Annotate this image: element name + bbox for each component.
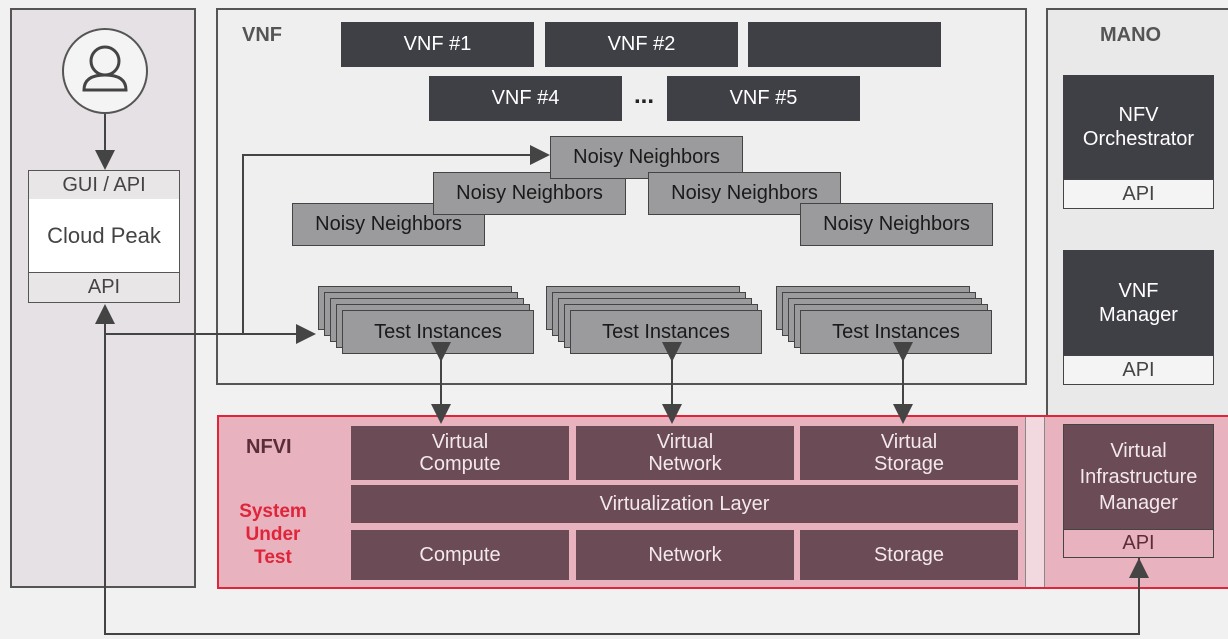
virtual-compute-line-1: Virtual	[431, 431, 489, 453]
noisy-neighbors-box: Noisy Neighbors	[800, 203, 993, 246]
vim-line-2: Infrastructure	[1079, 466, 1198, 488]
vnf-manager-line-1: VNF	[1118, 279, 1159, 302]
virtual-network-line-1: Virtual	[656, 431, 714, 453]
vnf-manager-box: VNF Manager	[1063, 250, 1214, 355]
vnf-box-3	[748, 22, 941, 67]
orchestrator-line-1: NFV	[1118, 104, 1159, 126]
vnf-box-4: VNF #4	[429, 76, 622, 121]
noisy-neighbors-box: Noisy Neighbors	[433, 172, 626, 215]
virtual-compute-box: Virtual Compute	[351, 426, 569, 480]
mano-title: MANO	[1100, 24, 1162, 46]
cloud-peak-api: API	[28, 272, 180, 303]
virtual-storage-line-1: Virtual	[880, 431, 938, 453]
user-icon	[62, 28, 148, 114]
sut-line-1: System	[239, 501, 307, 522]
vim-box: Virtual Infrastructure Manager	[1063, 424, 1214, 530]
nfv-orchestrator-box: NFV Orchestrator	[1063, 75, 1214, 179]
virtual-storage-line-2: Storage	[873, 453, 945, 475]
sut-line-2: Under	[245, 524, 301, 545]
test-instances-box: Test Instances	[800, 310, 992, 354]
virtual-network-box: Virtual Network	[576, 426, 794, 480]
vim-to-cloudpeak-arrow	[95, 304, 1140, 635]
vnf-box-5: VNF #5	[667, 76, 860, 121]
cloud-peak-name: Cloud Peak	[28, 199, 180, 273]
sut-line-3: Test	[254, 547, 292, 568]
cloudpeak-to-noisy-arrow	[242, 145, 550, 334]
nfvi-title: NFVI	[246, 436, 292, 458]
virtual-compute-line-2: Compute	[419, 453, 501, 475]
compute-box: Compute	[351, 530, 569, 580]
vim-line-3: Manager	[1099, 492, 1178, 514]
nfvi-divider	[1025, 417, 1045, 587]
network-box: Network	[576, 530, 794, 580]
virtual-network-line-2: Network	[648, 453, 722, 475]
vnf-box-2: VNF #2	[545, 22, 738, 67]
cloud-peak-gui-api: GUI / API	[28, 170, 180, 200]
vnf-ellipsis: ...	[634, 82, 655, 109]
vim-api: API	[1063, 530, 1214, 558]
orchestrator-line-2: Orchestrator	[1082, 128, 1195, 150]
orchestrator-api: API	[1063, 179, 1214, 209]
virtualization-layer-box: Virtualization Layer	[351, 485, 1018, 523]
storage-box: Storage	[800, 530, 1018, 580]
virtual-storage-box: Virtual Storage	[800, 426, 1018, 480]
vnf-title: VNF	[242, 24, 282, 46]
noisy-neighbors-box: Noisy Neighbors	[550, 136, 743, 179]
vim-line-1: Virtual	[1110, 440, 1167, 462]
vnf-manager-line-2: Manager	[1099, 303, 1178, 326]
system-under-test-label: System Under Test	[228, 500, 318, 569]
vnf-manager-api: API	[1063, 355, 1214, 385]
vnf-box-1: VNF #1	[341, 22, 534, 67]
